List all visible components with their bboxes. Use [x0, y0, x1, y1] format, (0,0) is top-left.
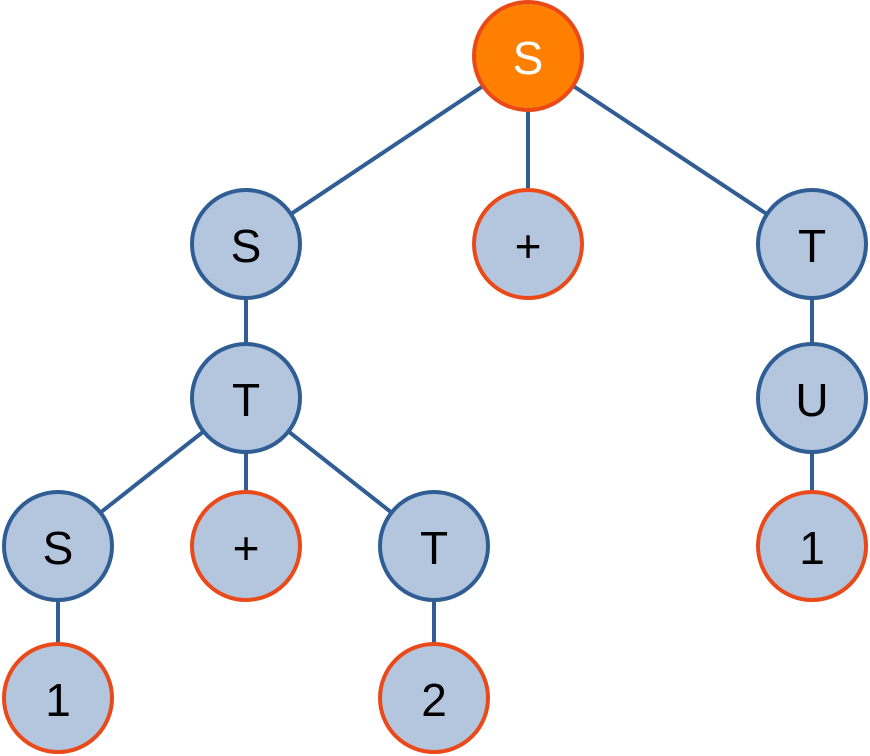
tree-node-two1: 2	[378, 642, 490, 754]
tree-node-t1: T	[756, 188, 868, 300]
node-label: +	[233, 522, 260, 574]
node-circle	[378, 642, 490, 754]
tree-node-t2: T	[190, 342, 302, 454]
tree-node-one2: 1	[2, 642, 114, 754]
tree-node-s1: S	[190, 188, 302, 300]
tree-node-u1: U	[756, 342, 868, 454]
node-circle	[2, 490, 114, 602]
node-circle	[2, 642, 114, 754]
tree-node-s2: S	[2, 490, 114, 602]
tree-node-t3: T	[378, 490, 490, 602]
tree-node-plus1: +	[472, 188, 584, 300]
node-label: S	[231, 220, 262, 272]
tree-node-one1: 1	[756, 490, 868, 602]
edge-root-t1	[526, 54, 814, 246]
node-label: 1	[799, 522, 825, 574]
node-circle	[756, 188, 868, 300]
node-circle	[756, 342, 868, 454]
node-label: 1	[45, 674, 71, 726]
node-circle	[190, 188, 302, 300]
node-circle	[378, 490, 490, 602]
edge-root-s1	[244, 54, 530, 246]
tree-node-plus2: +	[190, 490, 302, 602]
node-label: 2	[421, 674, 447, 726]
node-label: S	[43, 522, 74, 574]
tree-node-root: S	[472, 0, 584, 112]
node-label: T	[420, 522, 448, 574]
node-circle	[472, 0, 584, 112]
node-label: T	[798, 220, 826, 272]
node-label: T	[232, 374, 260, 426]
node-circle	[472, 188, 584, 300]
node-label: S	[513, 32, 544, 84]
node-label: +	[515, 220, 542, 272]
node-label: U	[795, 374, 828, 426]
node-circle	[190, 342, 302, 454]
node-circle	[190, 490, 302, 602]
node-circle	[756, 490, 868, 602]
